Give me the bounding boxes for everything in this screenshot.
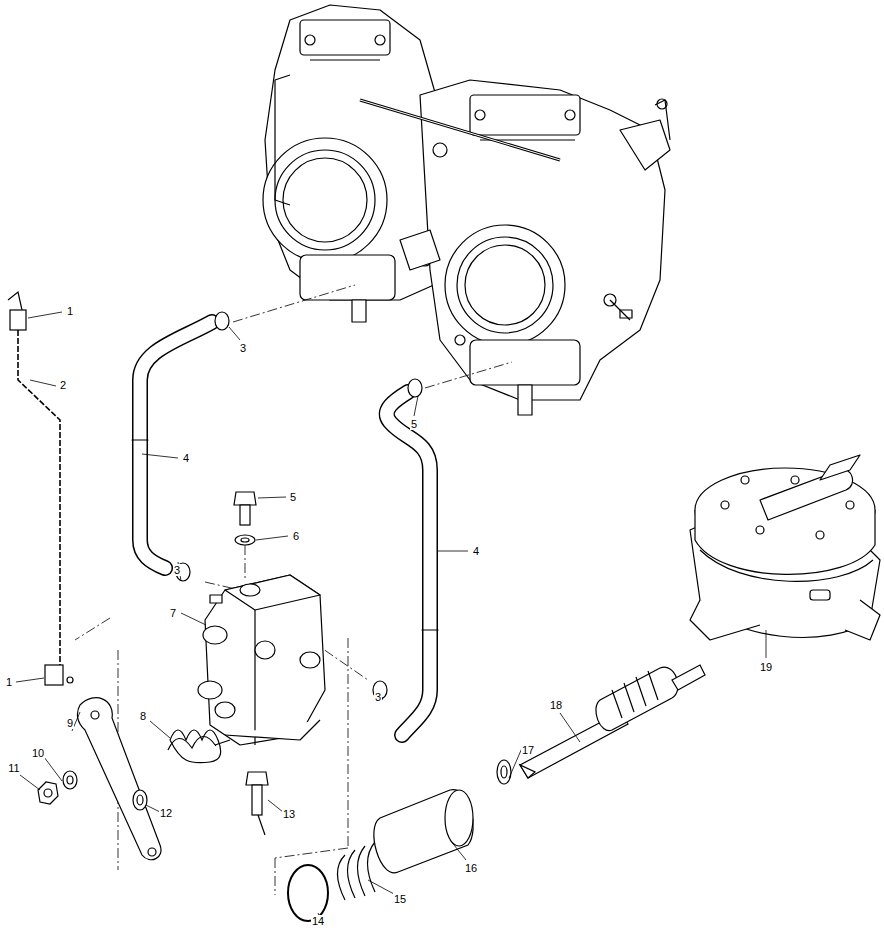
callout-number: 7	[169, 607, 177, 619]
callout-number: 11	[7, 762, 20, 774]
fuel-pump	[690, 455, 880, 640]
callout-number: 3	[173, 564, 181, 576]
callout-number: 13	[282, 808, 296, 820]
pump-lever	[38, 698, 161, 860]
leader-lines	[16, 312, 766, 918]
oil-pump	[198, 575, 325, 745]
callout-number: 17	[521, 744, 535, 756]
callout-number: 1	[5, 676, 13, 688]
alignment-lines	[75, 285, 512, 895]
callout-number: 10	[31, 747, 45, 759]
callout-number: 3	[374, 691, 382, 703]
spring	[168, 730, 230, 763]
callout-number: 4	[472, 545, 480, 557]
callout-number: 6	[292, 530, 300, 542]
callout-number: 1	[66, 305, 74, 317]
callout-number: 12	[159, 807, 173, 819]
oil-line	[8, 292, 73, 685]
callout-number: 19	[759, 661, 773, 673]
callout-number: 8	[139, 710, 147, 722]
carburetor-assembly	[263, 5, 670, 415]
callout-number: 14	[311, 915, 325, 927]
callout-number: 16	[464, 862, 478, 874]
bolt	[234, 492, 268, 835]
callout-number: 3	[239, 342, 247, 354]
callout-number: 15	[393, 893, 407, 905]
callout-number: 9	[66, 717, 74, 729]
callout-number: 18	[549, 699, 563, 711]
callout-number: 4	[182, 452, 190, 464]
callout-number: 2	[59, 379, 67, 391]
callout-number: 5	[289, 491, 297, 503]
drive-assembly	[288, 665, 705, 921]
callout-number: 5	[410, 418, 418, 430]
